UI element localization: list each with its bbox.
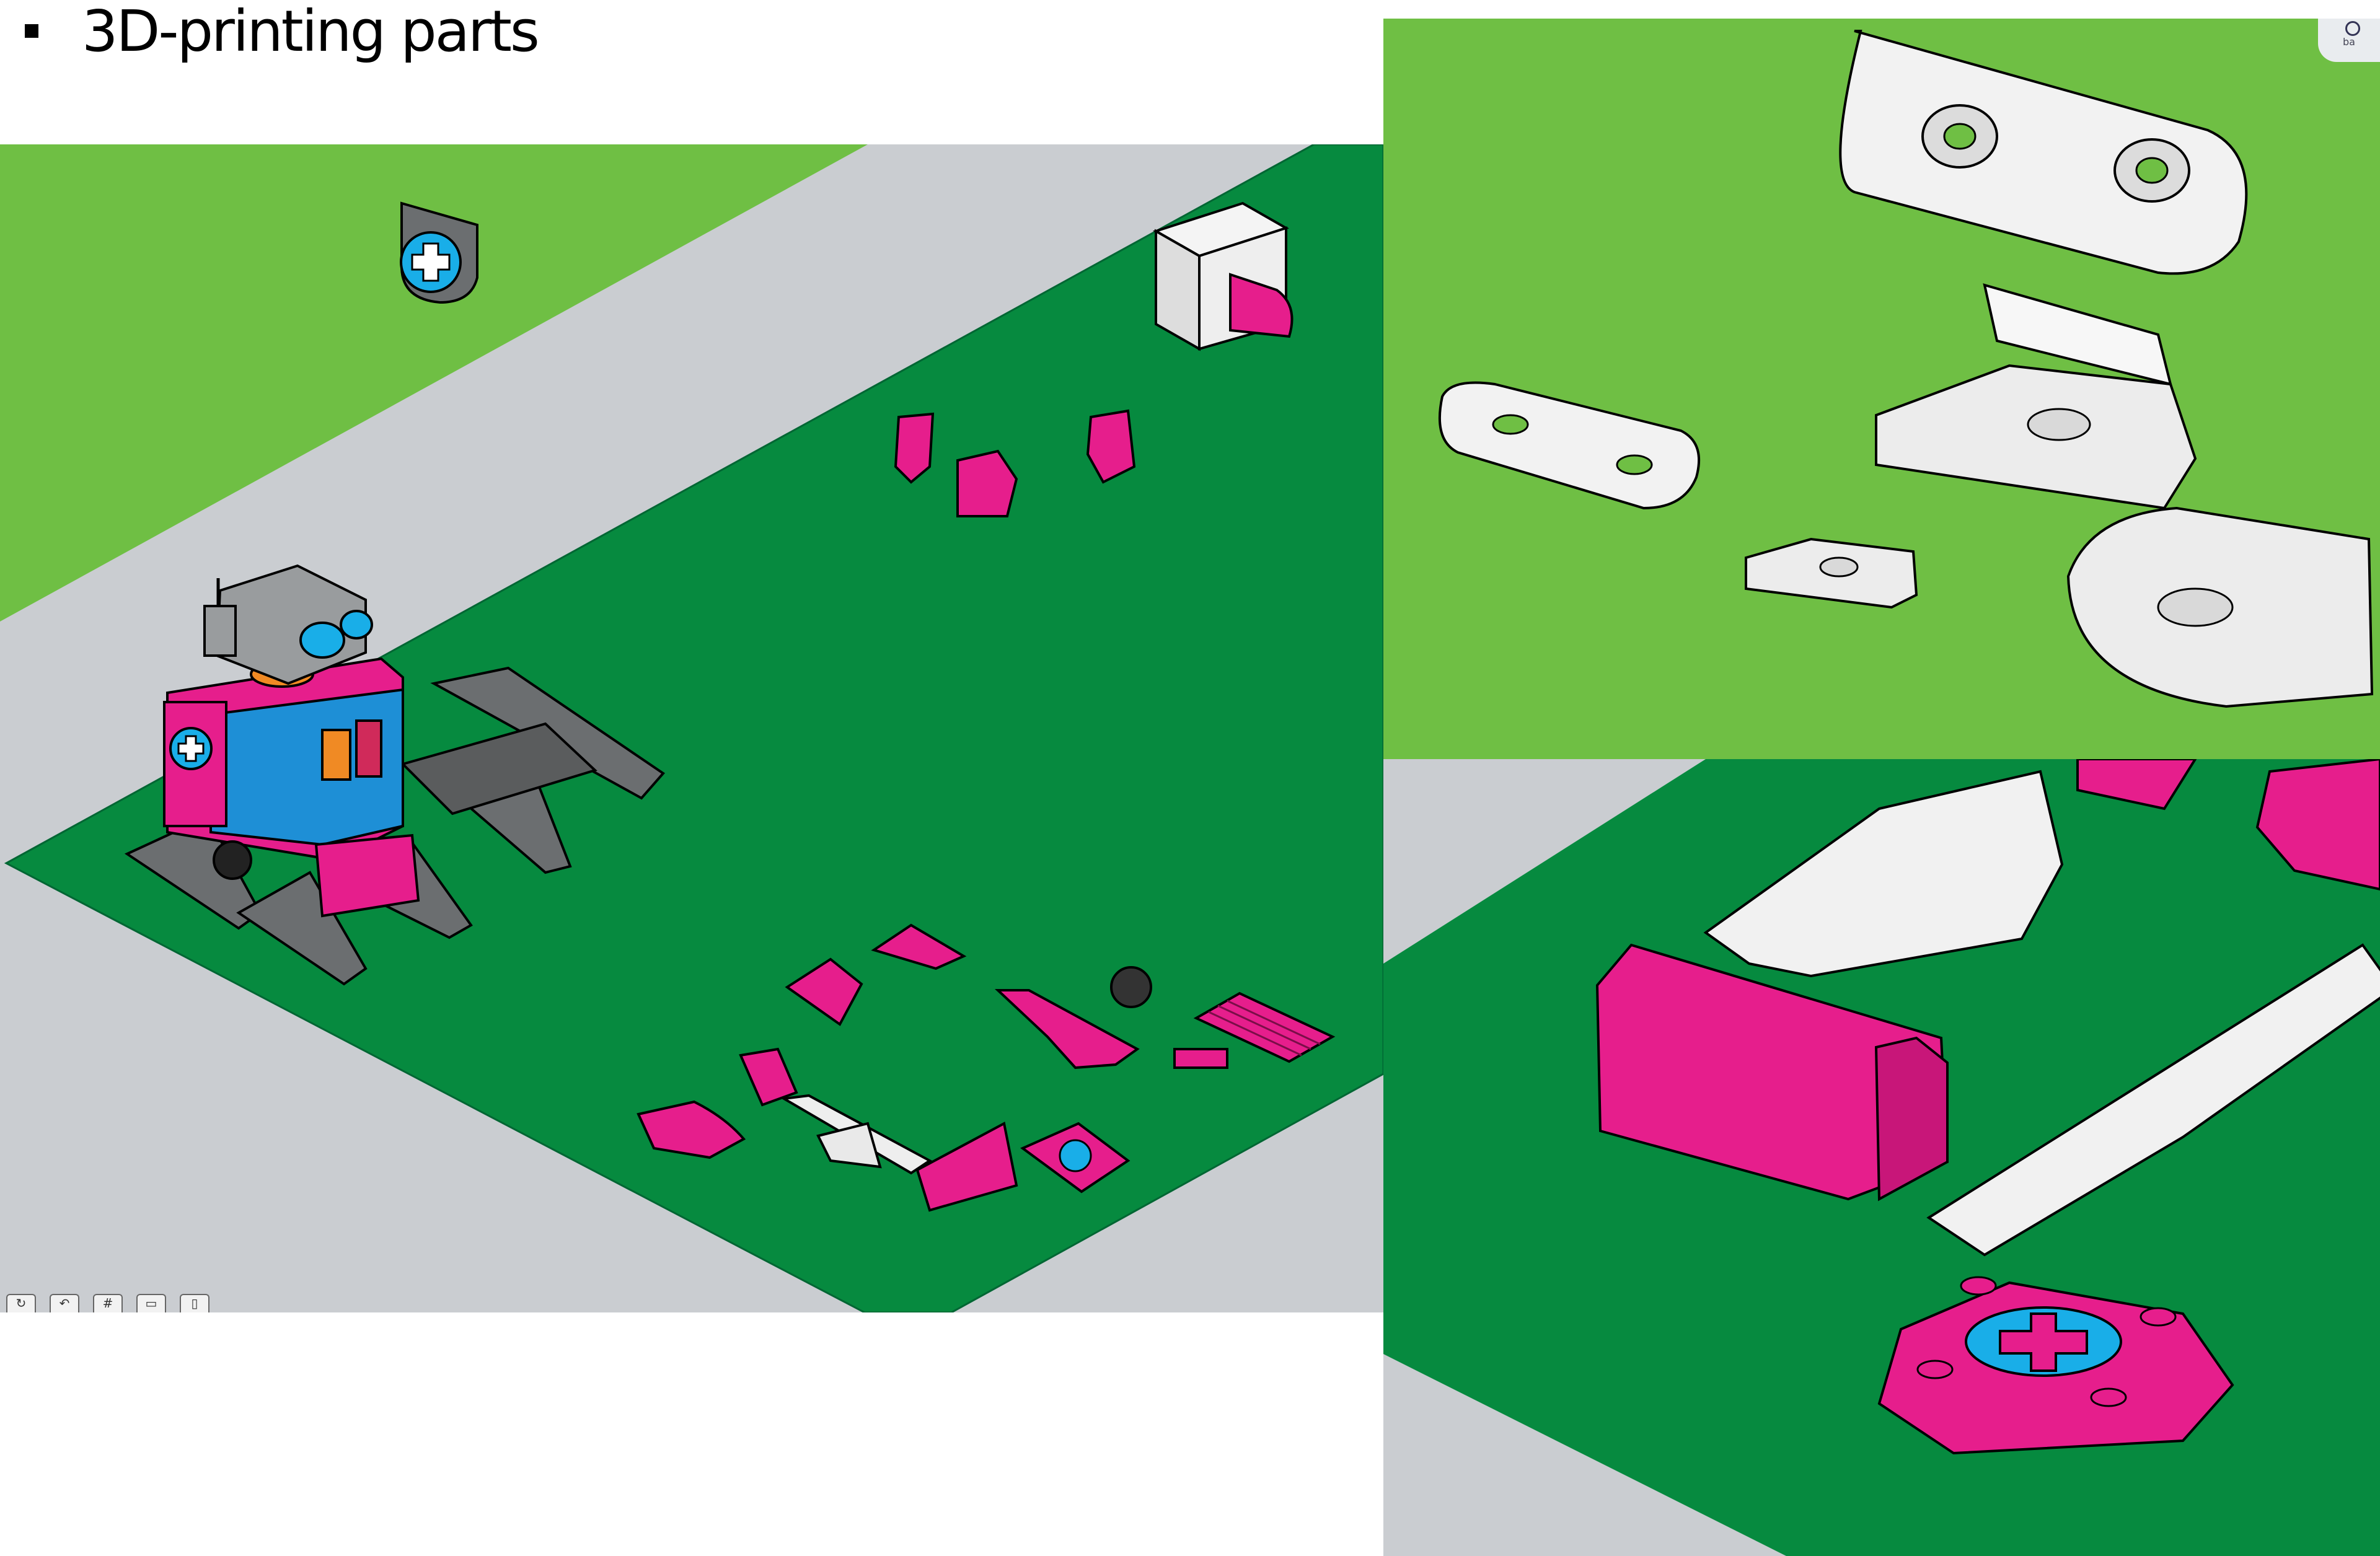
undo-tool-icon[interactable]: ↶ <box>50 1294 79 1312</box>
slide-title-text: 3D-printing parts <box>82 0 540 64</box>
magenta-side-parts <box>2076 759 2380 891</box>
hook-part <box>1110 966 1152 1008</box>
main-3d-viewport[interactable] <box>0 144 1383 1312</box>
white-block-part <box>1153 201 1294 351</box>
shield-badge-part <box>400 201 478 304</box>
closeup-view-white-parts[interactable]: ba <box>1383 19 2380 759</box>
grille-lines <box>1208 1000 1321 1057</box>
main-scene-drawing <box>0 144 1383 1312</box>
closeup-road-bottom <box>1383 1354 1786 1556</box>
large-bracket-part <box>1875 283 2197 510</box>
clip-part-b <box>956 449 1018 517</box>
clip-part-a <box>894 412 935 484</box>
arm-end-part <box>739 1047 798 1107</box>
clip-part-c <box>1086 409 1136 484</box>
assembled-robot <box>124 564 665 986</box>
battery-box-closeup <box>1595 943 1949 1202</box>
view-cube-badge[interactable]: ba <box>2318 19 2380 62</box>
button-disc <box>1059 1139 1092 1172</box>
white-rails-part <box>1703 770 2380 1257</box>
lawn-area <box>0 144 868 622</box>
magenta-parts-drawing <box>1383 759 2380 1556</box>
slide-title: 3D-printing parts <box>25 0 540 64</box>
white-mount-part <box>816 1122 882 1169</box>
orbit-icon <box>2345 21 2360 36</box>
rail-part <box>994 989 1140 1070</box>
view-cube-label: ba <box>2343 36 2355 48</box>
document-tool-icon[interactable]: ▯ <box>180 1294 209 1312</box>
curved-cover-part <box>637 1100 746 1159</box>
side-bracket-part <box>2066 506 2374 708</box>
white-parts-drawing <box>1383 19 2380 759</box>
closeup-road-top <box>1383 759 1706 964</box>
closeup-view-magenta-parts[interactable] <box>1383 759 2380 1556</box>
corner-part-b <box>871 923 967 970</box>
battery-box-part <box>915 1121 1018 1212</box>
corner-part-a <box>785 957 863 1026</box>
small-bracket-part <box>1745 537 1918 609</box>
viewport-toolbar: ↻ ↶ # ▭ ▯ <box>0 1294 209 1312</box>
rotate-tool-icon[interactable]: ↻ <box>6 1294 36 1312</box>
frame-tool-icon[interactable]: ▭ <box>136 1294 166 1312</box>
small-strip-part <box>1173 1048 1228 1069</box>
oval-lid-part <box>1839 30 2248 275</box>
oval-base-part <box>1438 381 1701 510</box>
bullet-marker <box>25 24 38 38</box>
grid-tool-icon[interactable]: # <box>93 1294 123 1312</box>
button-plate-closeup <box>1877 1276 2234 1455</box>
